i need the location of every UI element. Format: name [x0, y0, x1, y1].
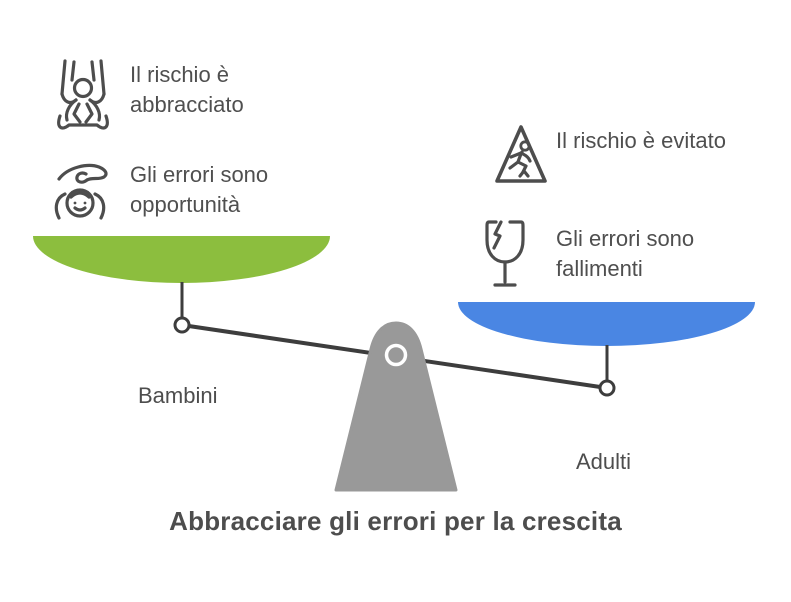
right-joint-circle: [598, 379, 616, 397]
left-joint-circle: [173, 316, 191, 334]
left-pan-green: [33, 236, 330, 283]
right-pan-blue: [458, 302, 755, 346]
left-item-2-text: Gli errori sono opportunità: [130, 162, 269, 217]
broken-glass-icon: [485, 220, 525, 287]
left-pan-label: Bambini: [138, 383, 218, 408]
left-item-1-text: Il rischio è abbracciato: [130, 62, 244, 117]
diagram-title: Abbracciare gli errori per la crescita: [169, 506, 622, 536]
right-item-2-text: Gli errori sono fallimenti: [556, 226, 695, 281]
pivot-ring: [384, 343, 408, 367]
hand-caring-child-icon: [54, 163, 108, 220]
child-on-swing-icon: [57, 59, 109, 130]
right-pan-label: Adulti: [576, 449, 632, 474]
right-item-1-text: Il rischio è evitato: [556, 128, 726, 153]
pedestal: [334, 321, 458, 492]
slip-warning-triangle-icon: [495, 125, 547, 183]
